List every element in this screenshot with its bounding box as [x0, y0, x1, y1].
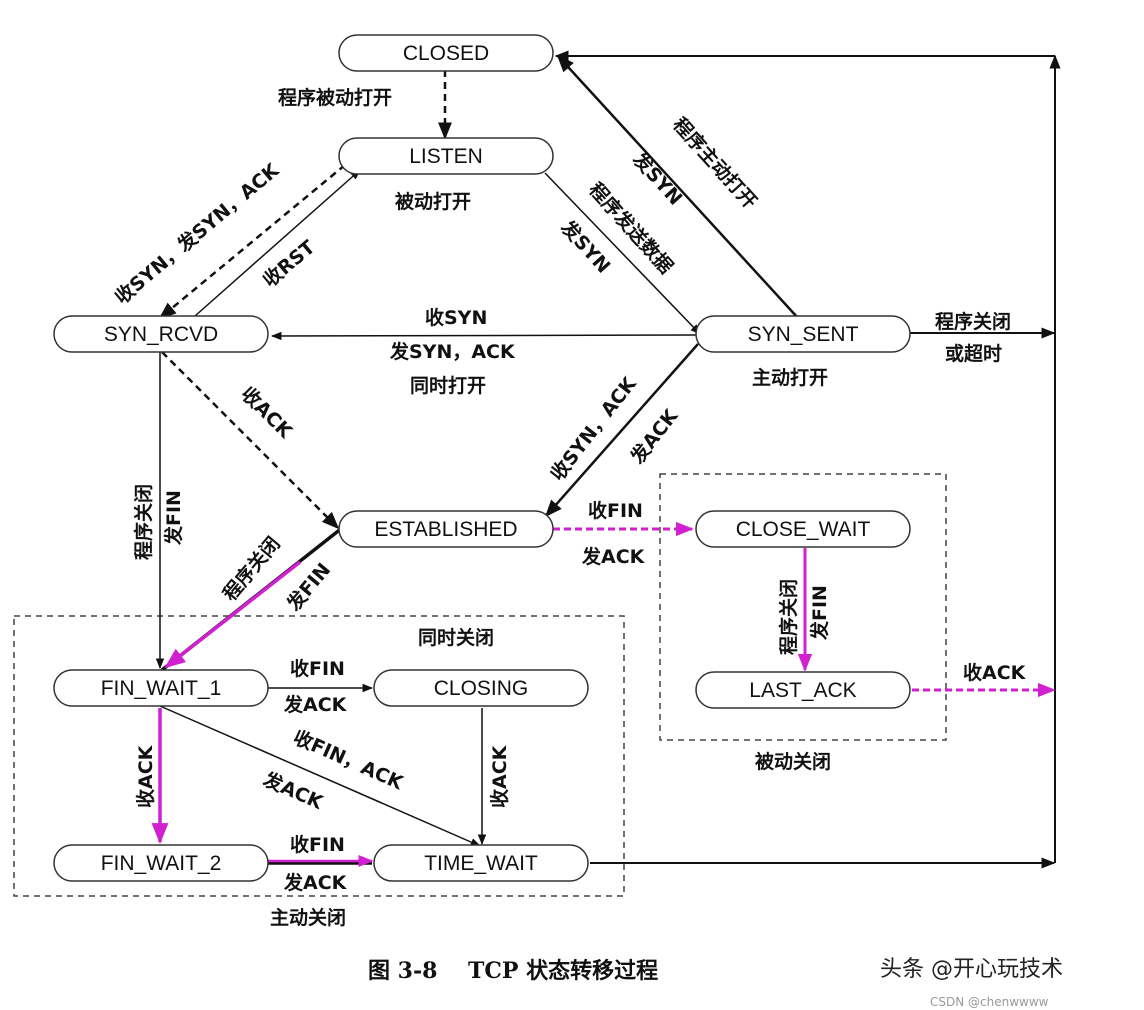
state-listen-label: LISTEN — [409, 145, 483, 168]
edge-synrcvd-listen — [194, 169, 361, 317]
label-recv-ack-est: 收ACK — [236, 382, 297, 443]
state-syn-sent-label: SYN_SENT — [748, 323, 859, 346]
state-close-wait-label: CLOSE_WAIT — [736, 518, 871, 541]
label-active-open: 主动打开 — [752, 366, 828, 389]
label-send-ack-est: 发ACK — [625, 404, 683, 469]
simultaneous-close-group — [13, 615, 625, 897]
edge-synsent-established — [544, 343, 699, 518]
label-passive-open-prog: 程序被动打开 — [278, 86, 392, 109]
label-send-fin-est: 发FIN — [282, 558, 336, 616]
state-closed: CLOSED — [338, 34, 554, 72]
label-recv-fin-fw2: 收FIN — [290, 833, 345, 856]
label-send-syn-2: 发SYN — [556, 215, 615, 277]
passive-close-group — [659, 473, 947, 741]
label-send-syn-1: 发SYN — [628, 147, 687, 209]
edge-synsent-synrcvd — [270, 331, 697, 341]
state-fin-wait-2-label: FIN_WAIT_2 — [101, 852, 222, 875]
label-send-fin-left: 发FIN — [162, 490, 185, 546]
state-close-wait: CLOSE_WAIT — [695, 510, 911, 548]
edge-established-finwait1-hl — [164, 560, 302, 669]
edge-finwait1-timewait — [159, 705, 481, 847]
label-send-syn-ack: 发SYN，ACK — [389, 340, 516, 363]
watermark-sub: CSDN @chenwwww — [930, 995, 1049, 1009]
state-closing: CLOSING — [373, 669, 589, 707]
label-recv-fin-fw1: 收FIN — [290, 657, 345, 680]
edge-synrcvd-established — [161, 351, 340, 530]
state-fin-wait-2: FIN_WAIT_2 — [53, 844, 269, 882]
label-simul-open: 同时打开 — [410, 374, 486, 397]
state-listen: LISTEN — [338, 137, 554, 175]
label-passive-open: 被动打开 — [395, 190, 471, 213]
label-recv-syn-send-synack: 收SYN，发SYN，ACK — [110, 158, 284, 309]
state-established-label: ESTABLISHED — [374, 518, 517, 541]
edge-listen-synrcvd — [158, 164, 346, 320]
label-send-ack-cw: 发ACK — [581, 545, 646, 568]
watermark: 头条 @开心玩技术 — [880, 957, 1063, 982]
label-or-timeout: 或超时 — [945, 342, 1002, 365]
label-recv-synack: 收SYN，ACK — [546, 372, 642, 485]
label-recv-ack-fw1: 收ACK — [134, 744, 157, 808]
edge-synsent-closed — [556, 54, 799, 319]
state-last-ack-label: LAST_ACK — [749, 679, 856, 702]
label-send-fin-cw: 发FIN — [808, 585, 831, 641]
label-active-close: 主动关闭 — [270, 906, 346, 929]
state-fin-wait-1: FIN_WAIT_1 — [53, 669, 269, 707]
label-prog-close-est: 程序关闭 — [218, 532, 284, 605]
label-prog-close: 程序关闭 — [935, 310, 1011, 333]
label-simul-close: 同时关闭 — [418, 626, 494, 649]
label-recv-ack-la: 收ACK — [963, 661, 1027, 684]
label-prog-close-left: 程序关闭 — [132, 484, 155, 560]
state-last-ack: LAST_ACK — [695, 671, 911, 709]
state-established: ESTABLISHED — [338, 510, 554, 548]
state-time-wait-label: TIME_WAIT — [424, 852, 538, 875]
label-recv-finack: 收FIN，ACK — [290, 726, 408, 795]
label-recv-ack-closing: 收ACK — [488, 744, 511, 808]
state-syn-sent: SYN_SENT — [695, 315, 911, 353]
label-recv-rst: 收RST — [258, 235, 319, 291]
figure-caption: 图 3-8 TCP 状态转移过程 — [368, 958, 658, 984]
label-send-ack-fw2: 发ACK — [283, 871, 348, 894]
state-syn-rcvd-label: SYN_RCVD — [104, 323, 218, 346]
label-recv-fin-cw: 收FIN — [588, 499, 643, 522]
state-closed-label: CLOSED — [403, 42, 489, 65]
edge-listen-synsent — [544, 172, 701, 335]
state-syn-rcvd: SYN_RCVD — [53, 315, 269, 353]
label-recv-syn: 收SYN — [425, 306, 487, 329]
state-fin-wait-1-label: FIN_WAIT_1 — [101, 677, 222, 700]
label-send-ack-fw1: 发ACK — [283, 693, 348, 716]
state-time-wait: TIME_WAIT — [373, 844, 589, 882]
state-closing-label: CLOSING — [434, 677, 529, 700]
label-passive-close: 被动关闭 — [755, 750, 831, 773]
label-prog-close-cw: 程序关闭 — [777, 579, 800, 655]
